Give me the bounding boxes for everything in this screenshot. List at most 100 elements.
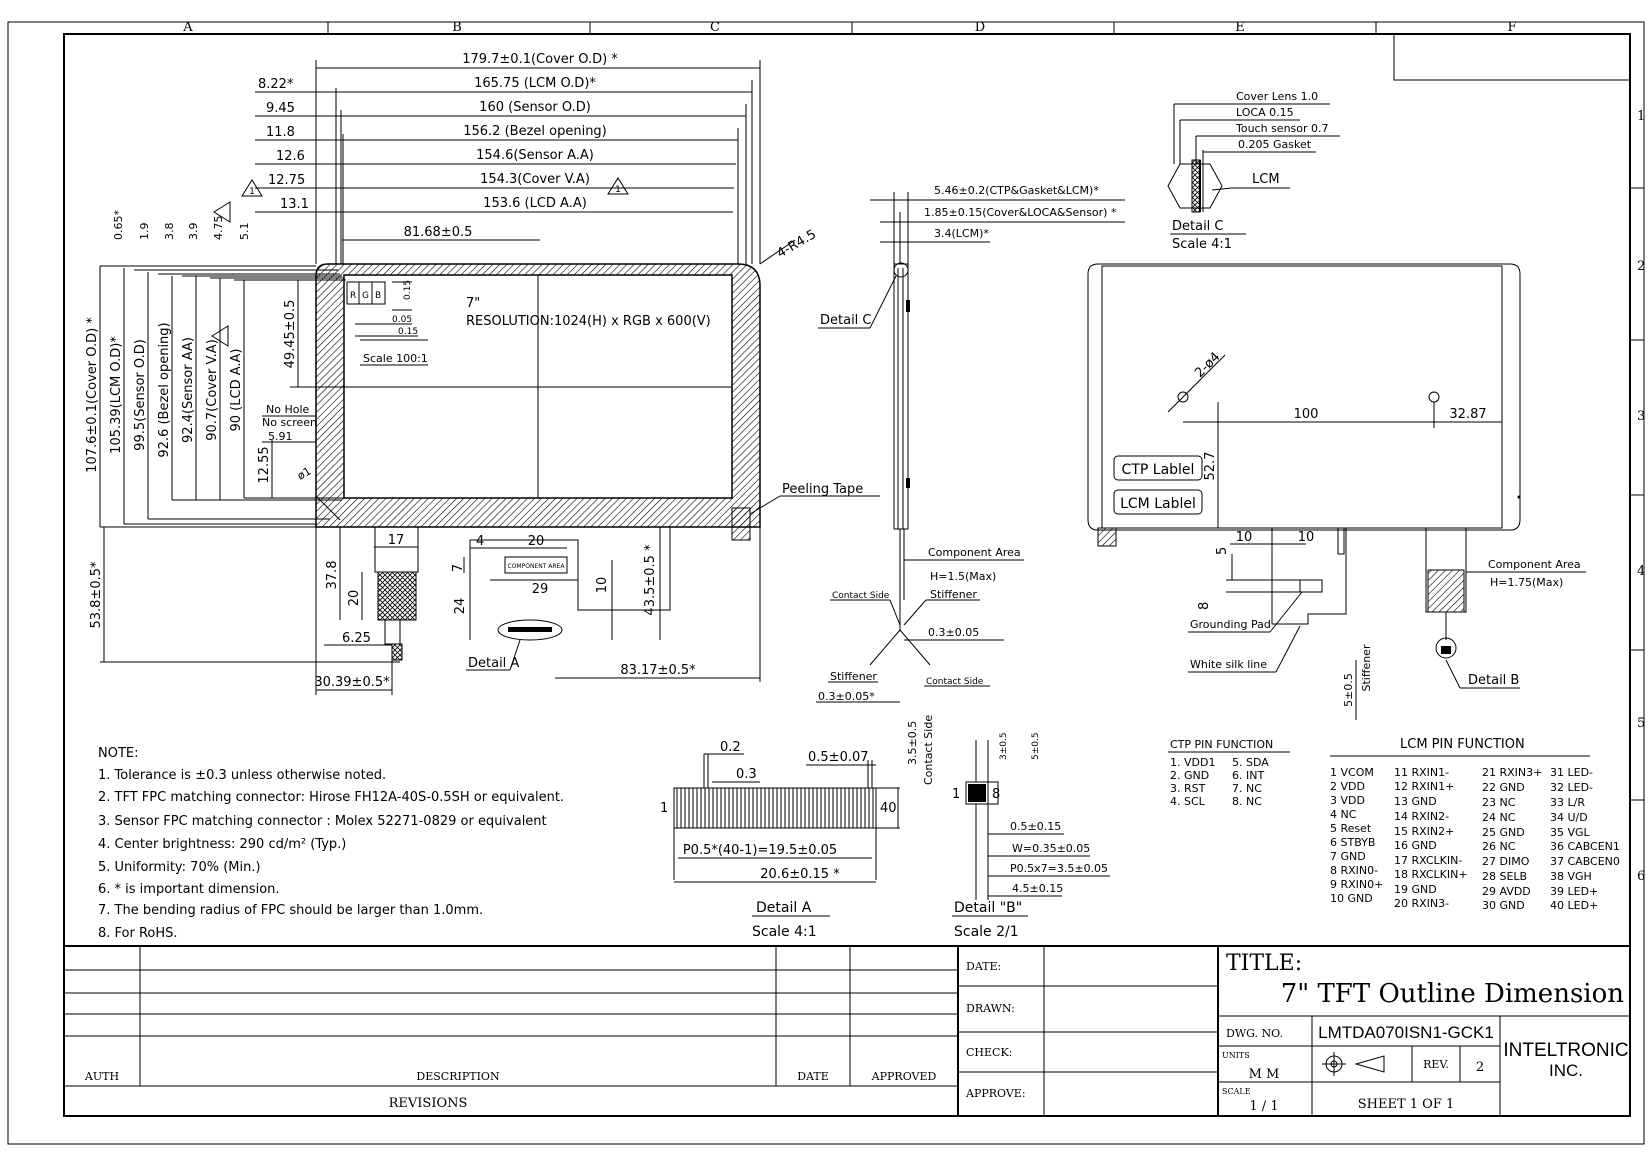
pin-1-a: 1 [660,801,668,816]
front-view: R G B 0.15 0.05 0.15 Scale 100:1 7" RESO… [85,52,880,695]
dim-8: 8 [1197,602,1212,610]
dim-45: 4.5±0.15 [1012,882,1063,895]
phi-label: ø1 [295,464,313,482]
dim-20: 20 [528,534,545,549]
detail-b-scale: Scale 2/1 [954,924,1019,940]
lcm-pin-entry: 30 GND [1482,899,1525,912]
resolution-text: RESOLUTION:1024(H) x RGB x 600(V) [466,314,711,329]
sheet-outer-border [7,21,1645,1145]
stiffener-1: Stiffener [930,588,977,601]
col-label: C [710,20,720,35]
comp-area-small: COMPONENT AREA [508,563,566,570]
dim-015: 0.15 [398,327,418,337]
row-label: 5 [1637,716,1645,731]
lcm-pin-entry: 1 VCOM [1330,766,1374,779]
ctp-pin: 8. NC [1232,795,1262,808]
vdim-1255: 12.55 [257,446,272,483]
check-field-label: CHECK: [966,1046,1012,1059]
dim-8317: 83.17±0.5* [620,663,696,678]
lcm-pin-entry: 21 RXIN3+ [1482,766,1542,779]
lcm-label: LCM [1252,172,1280,187]
approved-header: APPROVED [871,1070,937,1083]
scale-label: SCALE [1222,1087,1251,1096]
pitch-a: P0.5*(40-1)=19.5±0.05 [683,843,837,858]
width-a: 20.6±0.15 * [760,867,840,882]
lcm-pin-entry: 5 Reset [1330,822,1372,835]
revisions-label: REVISIONS [389,1096,468,1111]
no-screen: No screen [262,416,317,429]
lcm-pin-entry: 9 RXIN0+ [1330,878,1383,891]
stiffener-2: Stiffener [830,670,877,683]
contact-side-1: Contact Side [832,591,890,601]
lcm-pin-entry: 19 GND [1394,883,1437,896]
offset-822: 8.22* [258,77,294,92]
date-header: DATE [797,1070,829,1083]
revision-mark: 1 [615,185,621,195]
dim-02: 0.2 [720,740,741,755]
row-label: 2 [1637,259,1645,274]
dim-7: 7 [451,564,466,572]
units-label: UNITS [1222,1051,1250,1060]
drawing-title: 7" TFT Outline Dimension [1281,979,1625,1009]
dim-17: 17 [388,533,405,548]
revision-mark: 1 [249,187,255,197]
lcm-pin-entry: 18 RXCLKIN+ [1394,868,1468,881]
offset-945: 9.45 [266,101,295,116]
date-field-label: DATE: [966,960,1001,973]
note-5: 5. Uniformity: 70% (Min.) [98,860,261,875]
company-name-2: INC. [1549,1061,1583,1080]
lcm-pin-entry: 24 NC [1482,811,1516,824]
ctp-pin: 2. GND [1170,769,1209,782]
vdim-51: 5.1 [238,223,251,241]
ctp-pin-table: CTP PIN FUNCTION 1. VDD1 2. GND 3. RST 4… [1168,738,1290,808]
dim-03b: 0.3±0.05* [818,690,875,703]
note-2: 2. TFT FPC matching connector: Hirose FH… [98,790,564,805]
note-7: 7. The bending radius of FPC should be l… [98,903,483,918]
grounding-pad: Grounding Pad [1190,618,1271,631]
title-label: TITLE: [1226,951,1302,976]
col-label: D [975,20,985,35]
lcm-pin-entry: 37 CABCEN0 [1550,855,1620,868]
dim-005: 0.05 [392,315,412,325]
dim-8168: 81.68±0.5 [404,225,473,240]
pixel-g: G [362,291,369,301]
vdim-bezel-opening: 92.6 (Bezel opening) [157,322,172,457]
dim-378: 37.8 [325,561,340,590]
notes: NOTE: 1. Tolerance is ±0.3 unless otherw… [98,746,564,941]
column-ticks [327,22,1377,34]
dim-w: W=0.35±0.05 [1012,842,1090,855]
rev-value: 2 [1476,1060,1484,1075]
offset-1275: 12.75 [268,173,305,188]
vdim-cover-va: 90.7(Cover V.A) [205,339,220,441]
revision-triangle [241,179,263,197]
detail-a-marker [497,619,563,641]
lcm-pin-entry: 11 RXIN1- [1394,766,1449,779]
dim-505: 5±0.5 [1342,673,1355,707]
vdim-lcd-aa: 90 (LCD A.A) [229,349,244,432]
detail-c-title: Detail C [1172,219,1224,234]
scale-100: Scale 100:1 [363,352,428,365]
back-cover-outline [1087,263,1521,531]
pin-8-b: 8 [992,787,1000,802]
dim-lcm-od: 165.75 (LCM O.D)* [474,76,596,91]
revision-triangle [211,325,229,347]
sensor-fpc [469,527,671,611]
lcm-pin-entry: 16 GND [1394,839,1437,852]
vdim-475: 4.75 [212,216,225,241]
dim-546: 5.46±0.2(CTP&Gasket&LCM)* [934,184,1099,197]
dim-185: 1.85±0.15(Cover&LOCA&Sensor) * [924,206,1117,219]
note-6: 6. * is important dimension. [98,882,280,897]
sheet-label: SHEET 1 OF 1 [1358,1097,1455,1112]
note-1: 1. Tolerance is ±0.3 unless otherwise no… [98,768,386,783]
lcm-pin-table: LCM PIN FUNCTION [1330,737,1590,757]
dim-10: 10 [595,577,610,594]
scale-value: 1 / 1 [1249,1099,1278,1114]
dim-4: 4 [476,534,484,549]
row-label: 3 [1637,409,1645,424]
dim-3287: 32.87 [1449,407,1486,422]
lcm-pin-entry: 29 AVDD [1482,885,1531,898]
row-label: 4 [1637,564,1645,579]
layer-cover-lens: Cover Lens 1.0 [1236,90,1318,103]
dim-24: 24 [453,598,468,615]
revision-triangle [213,201,231,223]
